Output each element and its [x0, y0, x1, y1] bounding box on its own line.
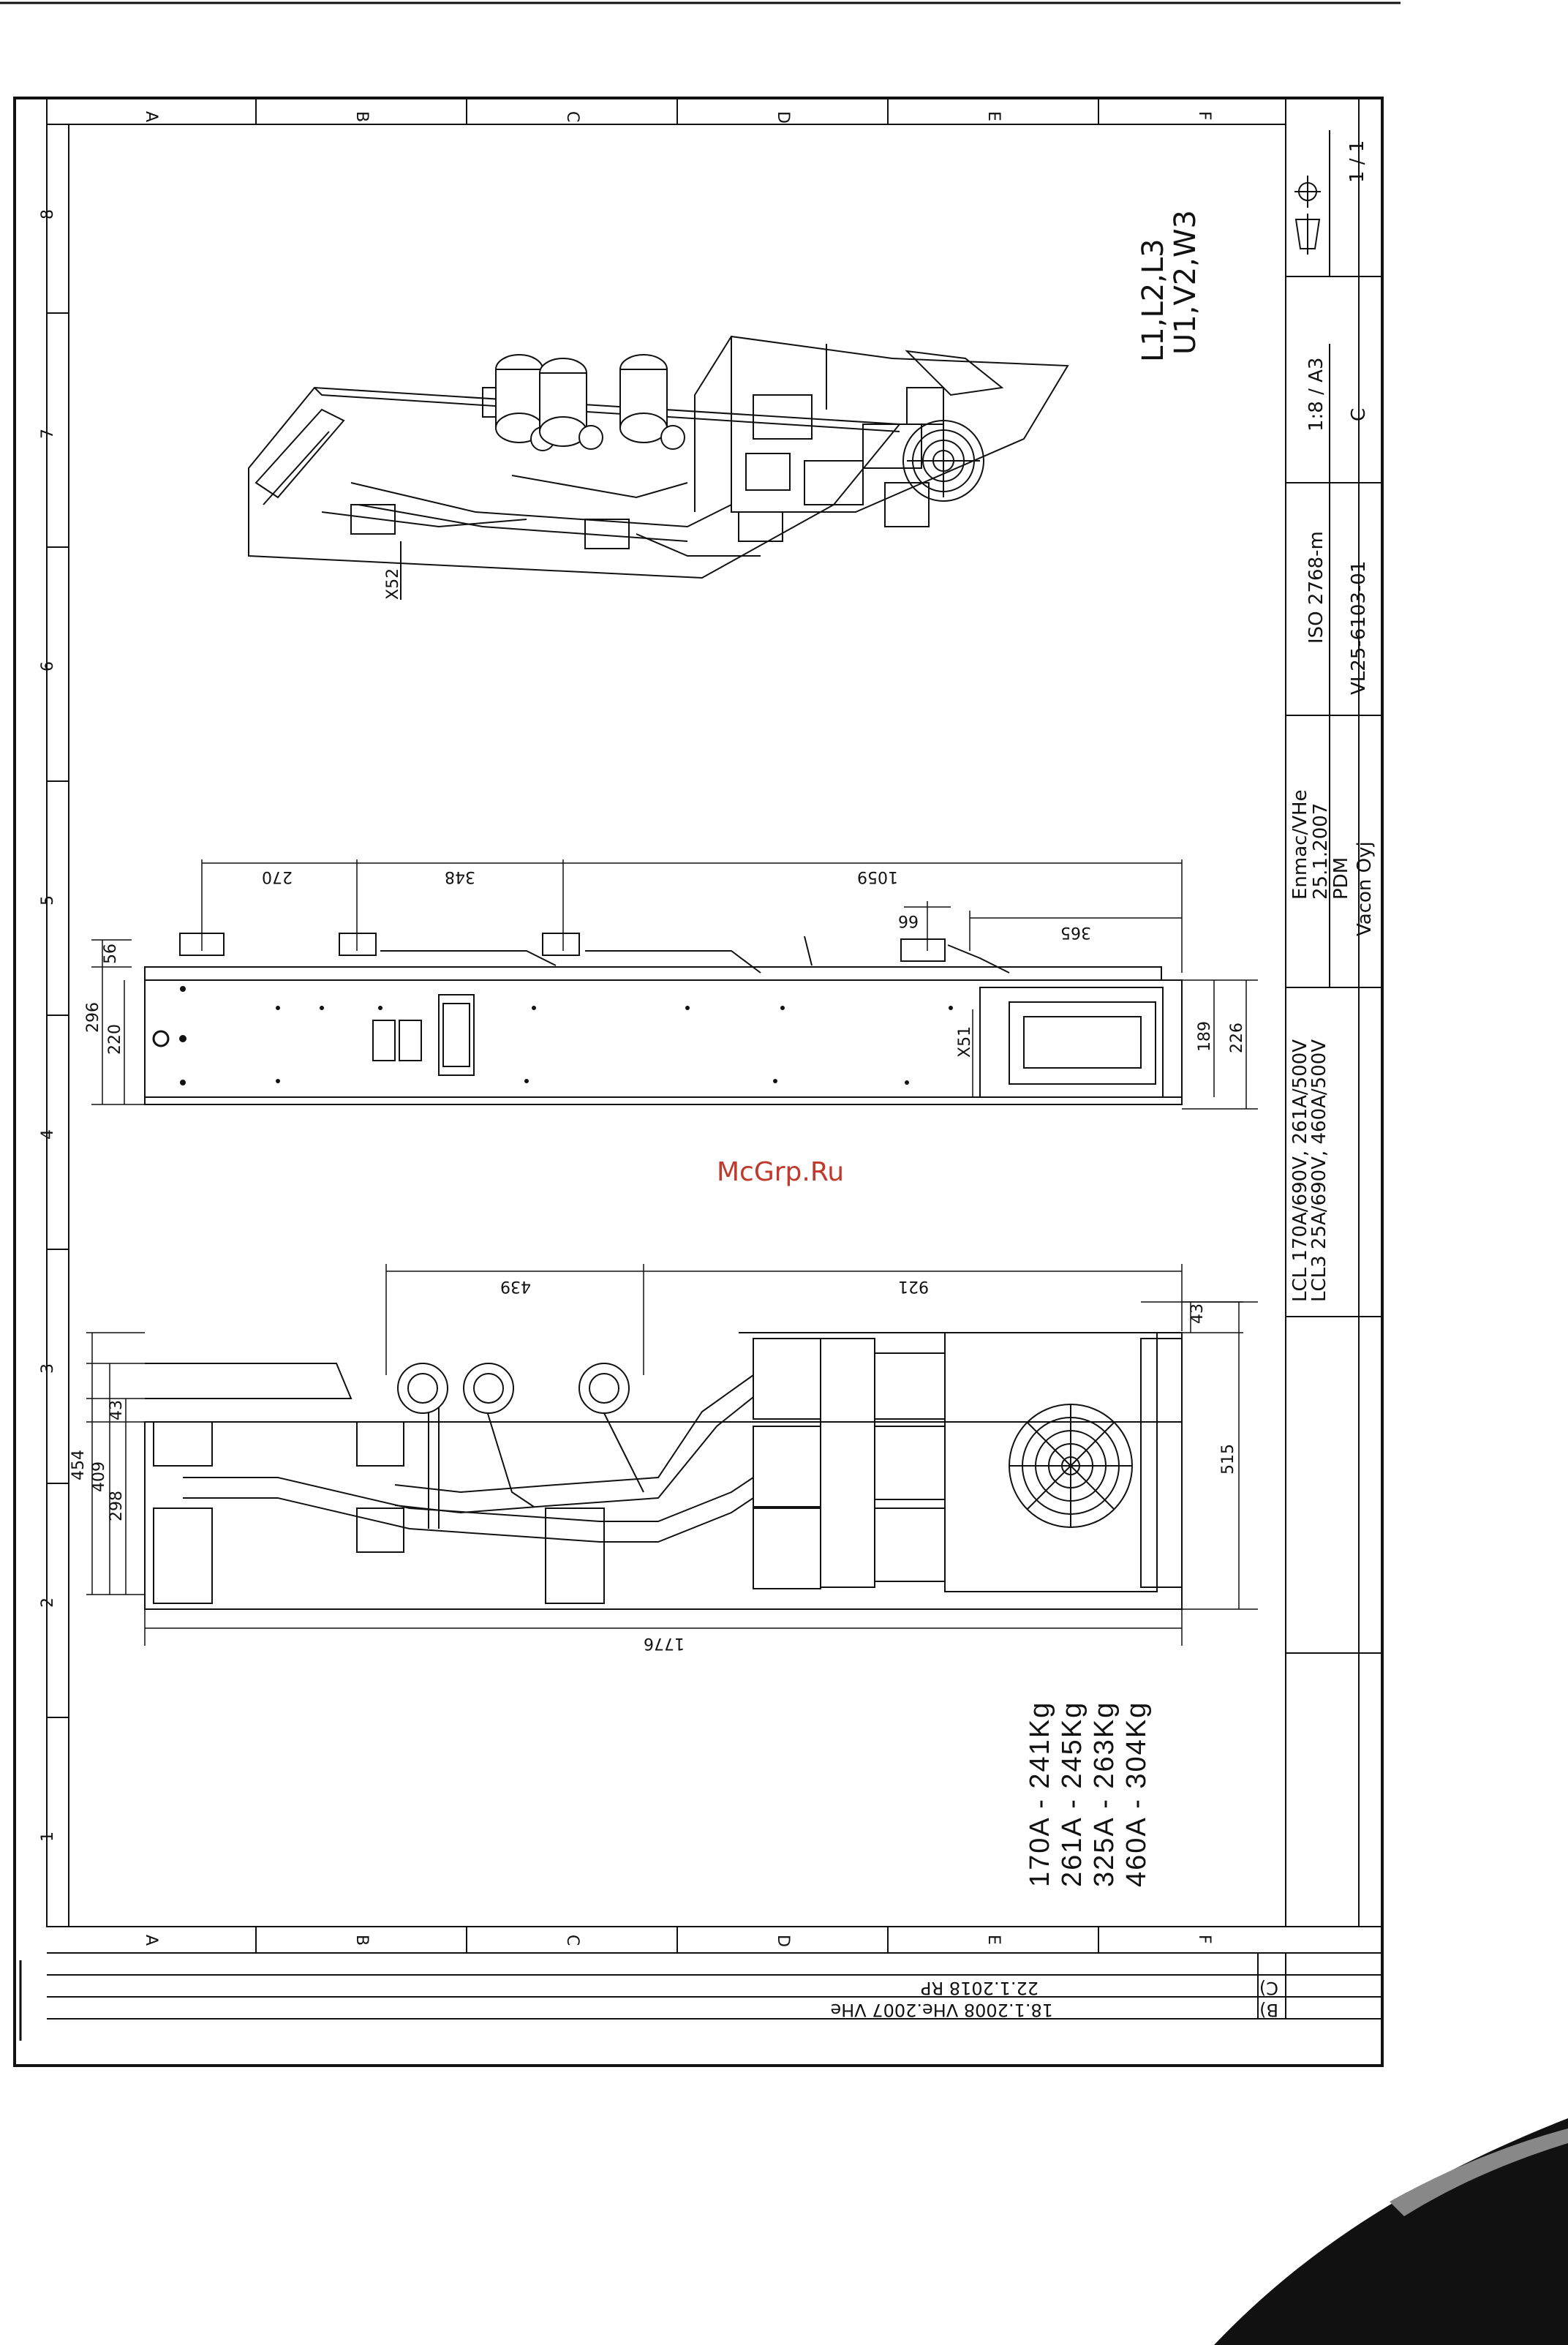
sheet-number: 1 / 1 [1346, 140, 1368, 183]
revision-block [47, 1953, 1382, 2020]
dim-1059: 1059 [857, 867, 898, 886]
top-view-fan [1009, 1404, 1133, 1528]
row-label: 8 [39, 209, 57, 219]
dim-296: 296 [84, 1002, 102, 1033]
side-view [144, 933, 1183, 1105]
title-block [1286, 130, 1382, 1654]
row-label: 3 [39, 1363, 57, 1374]
drawing-area [68, 124, 1286, 1927]
row-label: 2 [39, 1597, 57, 1608]
side-view-holes [152, 986, 953, 1085]
dim-921: 921 [898, 1277, 929, 1295]
top-view-capacitors [397, 1363, 630, 1414]
designer: Enmac/VHe [1289, 789, 1311, 900]
col-label-top: A [142, 111, 160, 122]
weight-325a: 325A - 263Kg [1089, 1701, 1120, 1887]
grid-left [47, 312, 69, 1718]
top-view [144, 1332, 1183, 1610]
terminals-line2: U1,V2,W3 [1169, 210, 1202, 355]
dim-454: 454 [69, 1450, 88, 1480]
dim-365: 365 [1060, 923, 1091, 941]
x52-label: X52 [384, 568, 402, 600]
top-dimension-lines [86, 1264, 1258, 1646]
revision-b-text: 18.1.2008 VHe.2007 VHe [830, 2000, 1053, 2020]
row-label: 4 [39, 1129, 57, 1140]
col-label-bottom: A [142, 1935, 160, 1946]
dim-43-right: 43 [1188, 1303, 1207, 1324]
revision-c-text: 22.1.2018 RP [921, 1978, 1039, 1998]
dim-220: 220 [106, 1024, 124, 1055]
revision-c-letter: C) [1259, 1978, 1278, 1998]
dim-1776: 1776 [644, 1634, 685, 1652]
weight-261a: 261A - 245Kg [1057, 1701, 1088, 1887]
dim-43-left: 43 [108, 1400, 126, 1420]
x51-label: X51 [956, 1026, 974, 1058]
col-label-bottom: F [1195, 1935, 1213, 1944]
watermark: McGrp.Ru [717, 1157, 844, 1187]
col-label-top: F [1195, 111, 1213, 121]
weight-460a: 460A - 304Kg [1121, 1701, 1152, 1887]
dim-270: 270 [262, 867, 293, 886]
approved-by: PDM [1330, 857, 1352, 900]
isometric-view [248, 335, 1069, 579]
dim-66: 66 [898, 911, 919, 930]
scale: 1:8 / A3 [1305, 358, 1327, 432]
outer-border [13, 97, 1384, 2067]
page-curl-highlight [1390, 2128, 1568, 2216]
isometric-fan [902, 420, 984, 502]
col-label-bottom: D [774, 1935, 792, 1947]
dim-348: 348 [445, 867, 475, 886]
grid-top [47, 98, 1286, 125]
dim-189: 189 [1196, 1021, 1214, 1052]
isometric-capacitors [495, 354, 685, 451]
row-label: 1 [39, 1832, 57, 1842]
drawing-title-2: LCL3 25A/690V, 460A/500V [1308, 1039, 1330, 1302]
dim-56: 56 [102, 944, 120, 964]
col-label-top: E [984, 111, 1003, 121]
projection-symbol-icon [1294, 176, 1321, 255]
dim-226: 226 [1228, 1023, 1246, 1053]
dim-515: 515 [1219, 1444, 1237, 1475]
revision-letter: C [1348, 408, 1370, 421]
row-label: 7 [39, 429, 57, 439]
col-label-bottom: C [563, 1935, 581, 1946]
design-date: 25.1.2007 [1310, 803, 1332, 900]
company: Vacon Oyj [1354, 841, 1376, 936]
col-label-top: D [774, 111, 792, 124]
col-label-top: C [563, 111, 581, 122]
col-label-top: B [353, 111, 371, 122]
drawing-title-1: LCL 170A/690V, 261A/500V [1289, 1039, 1311, 1302]
side-dimension-lines [91, 859, 1258, 1110]
revision-b-letter: B) [1259, 2000, 1278, 2020]
dim-298: 298 [108, 1491, 126, 1521]
tolerance-standard: ISO 2768-m [1305, 531, 1327, 644]
col-label-bottom: B [353, 1935, 371, 1946]
row-label: 6 [39, 661, 57, 671]
weight-170a: 170A - 241Kg [1025, 1701, 1055, 1887]
dim-409: 409 [90, 1461, 108, 1492]
drawing-number: VL25-6103-01 [1348, 561, 1370, 695]
dim-439: 439 [500, 1277, 531, 1295]
col-label-bottom: E [984, 1935, 1003, 1945]
terminals-line1: L1,L2,L3 [1137, 238, 1170, 362]
grid-bottom [47, 1926, 1382, 1954]
row-label: 5 [39, 895, 57, 906]
